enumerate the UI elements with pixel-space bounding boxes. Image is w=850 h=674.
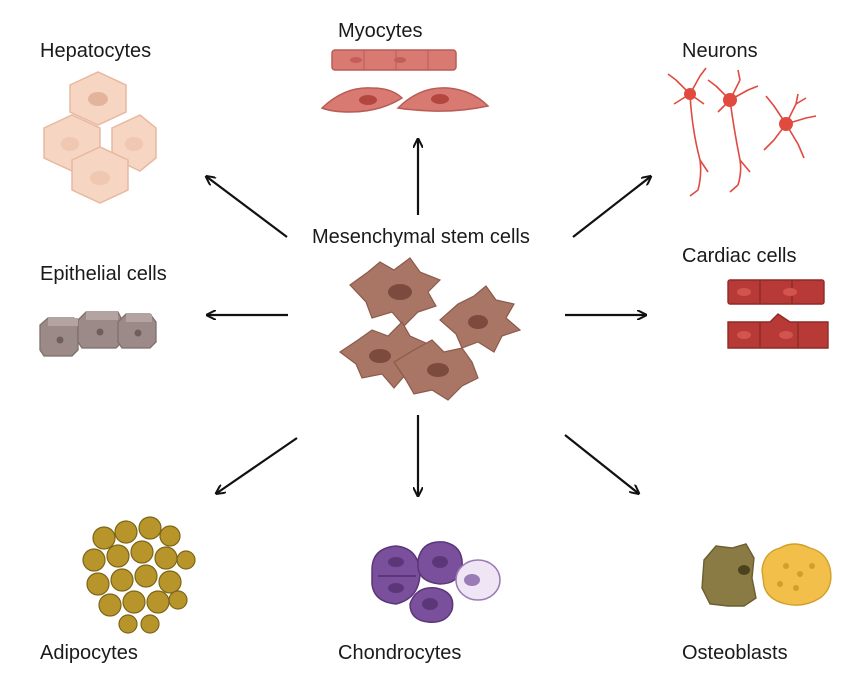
arrow-to-adipocytes xyxy=(217,437,298,493)
myocytes-illustration xyxy=(320,49,490,113)
epithelial-cells-illustration xyxy=(39,311,157,357)
epithelial-cells-label: Epithelial cells xyxy=(40,263,167,285)
msc-illustration xyxy=(338,257,522,401)
arrows xyxy=(207,140,650,495)
chondrocytes-label: Chondrocytes xyxy=(338,642,462,664)
center-label: Mesenchymal stem cells xyxy=(312,226,530,248)
cardiac-cells-label: Cardiac cells xyxy=(682,245,797,267)
adipocytes-illustration xyxy=(82,516,196,634)
hepatocytes-label: Hepatocytes xyxy=(40,40,152,62)
arrow-to-neurons xyxy=(572,177,650,238)
chondrocytes-illustration xyxy=(371,541,501,623)
neurons-illustration xyxy=(667,67,817,197)
neurons-label: Neurons xyxy=(682,40,758,62)
adipocytes-label: Adipocytes xyxy=(40,642,138,664)
osteoblasts-illustration xyxy=(701,543,832,607)
arrow-to-osteoblasts xyxy=(564,434,638,493)
hepatocytes-illustration xyxy=(43,71,157,204)
myocytes-label: Myocytes xyxy=(338,20,423,42)
osteoblasts-label: Osteoblasts xyxy=(682,642,788,664)
cardiac-cells-illustration xyxy=(727,279,829,349)
arrow-to-hepatocytes xyxy=(207,177,288,238)
